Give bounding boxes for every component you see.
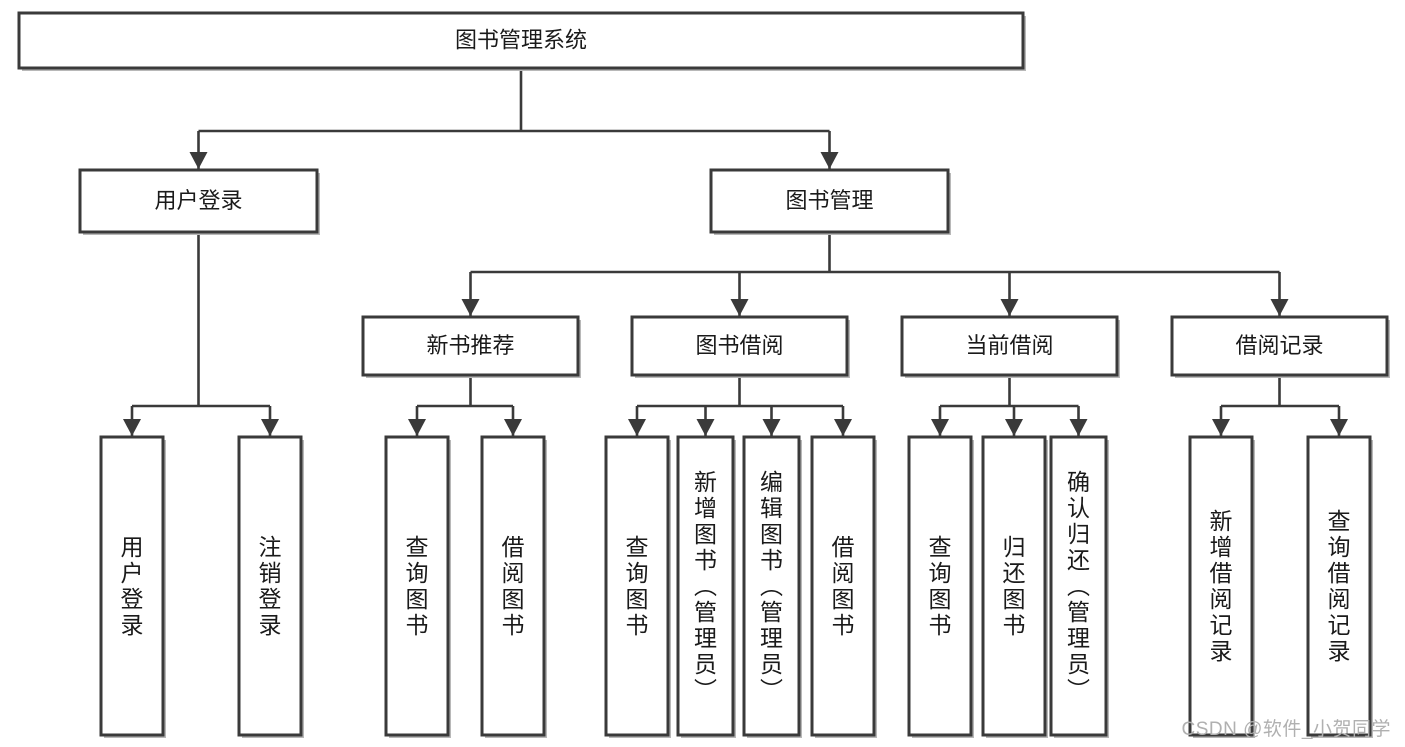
arrow-head-icon	[730, 299, 749, 316]
node-label: 借阅图书	[502, 534, 525, 638]
node-label: 确认归还︵管理员︶	[1067, 469, 1090, 703]
arrow-head-icon	[931, 419, 949, 436]
node-leaf-borrow-book-1[interactable]: 借阅图书	[480, 435, 547, 738]
node-book-borrow[interactable]: 图书借阅	[630, 315, 850, 378]
node-boxes-group: 图书管理系统用户登录图书管理新书推荐图书借阅当前借阅借阅记录用户登录注销登录查询…	[17, 11, 1390, 738]
arrow-head-icon	[696, 419, 715, 436]
arrow-head-icon	[628, 419, 646, 436]
node-leaf-return-book[interactable]: 归还图书	[981, 435, 1048, 738]
node-leaf-query-book-2[interactable]: 查询图书	[604, 435, 671, 738]
arrow-head-icon	[189, 152, 208, 169]
node-borrow-record[interactable]: 借阅记录	[1170, 315, 1390, 378]
arrow-head-icon	[834, 419, 852, 436]
node-leaf-query-book-3[interactable]: 查询图书	[907, 435, 974, 738]
arrow-head-icon	[1005, 419, 1023, 436]
node-leaf-query-record[interactable]: 查询借阅记录	[1306, 435, 1373, 738]
arrow-head-icon	[820, 152, 839, 169]
node-label: 借阅图书	[832, 534, 855, 638]
arrow-head-icon	[461, 299, 480, 316]
node-leaf-query-book-1[interactable]: 查询图书	[384, 435, 451, 738]
node-new-book-rec[interactable]: 新书推荐	[361, 315, 581, 378]
node-leaf-add-book[interactable]: 新增图书︵管理员︶	[676, 435, 736, 738]
node-label: 新增借阅记录	[1210, 508, 1233, 664]
node-leaf-logout[interactable]: 注销登录	[237, 435, 304, 738]
node-leaf-add-record[interactable]: 新增借阅记录	[1188, 435, 1255, 738]
node-user-login[interactable]: 用户登录	[78, 168, 320, 235]
node-label: 图书管理	[785, 188, 873, 213]
node-label: 当前借阅	[965, 333, 1053, 358]
arrow-head-icon	[261, 419, 279, 436]
arrow-head-icon	[1000, 299, 1019, 316]
node-book-manage[interactable]: 图书管理	[709, 168, 951, 235]
node-label: 查询图书	[406, 534, 429, 638]
node-label: 编辑图书︵管理员︶	[760, 469, 783, 703]
arrow-head-icon	[1330, 419, 1348, 436]
node-current-borrow[interactable]: 当前借阅	[900, 315, 1120, 378]
node-label: 查询图书	[929, 534, 952, 638]
arrow-head-icon	[1212, 419, 1230, 436]
node-label: 用户登录	[154, 188, 242, 213]
arrow-head-icon	[1069, 419, 1088, 436]
node-label: 查询图书	[626, 534, 649, 638]
connector-lines-group	[123, 68, 1348, 436]
node-label: 图书借阅	[695, 333, 783, 358]
node-label: 新书推荐	[426, 333, 514, 358]
arrow-head-icon	[504, 419, 522, 436]
node-label: 归还图书	[1003, 534, 1026, 638]
node-label: 用户登录	[121, 534, 144, 638]
node-label: 新增图书︵管理员︶	[694, 469, 717, 703]
node-leaf-confirm-return[interactable]: 确认归还︵管理员︶	[1049, 435, 1109, 738]
arrow-head-icon	[408, 419, 426, 436]
node-label: 注销登录	[259, 534, 282, 638]
node-label: 图书管理系统	[455, 27, 587, 52]
arrow-head-icon	[123, 419, 141, 436]
node-leaf-user-login[interactable]: 用户登录	[99, 435, 166, 738]
node-root-book-management-system[interactable]: 图书管理系统	[17, 11, 1026, 71]
node-leaf-edit-book[interactable]: 编辑图书︵管理员︶	[742, 435, 802, 738]
node-label: 查询借阅记录	[1328, 508, 1351, 664]
arrow-head-icon	[762, 419, 781, 436]
arrow-head-icon	[1270, 299, 1289, 316]
node-label: 借阅记录	[1235, 333, 1323, 358]
node-leaf-borrow-book-2[interactable]: 借阅图书	[810, 435, 877, 738]
